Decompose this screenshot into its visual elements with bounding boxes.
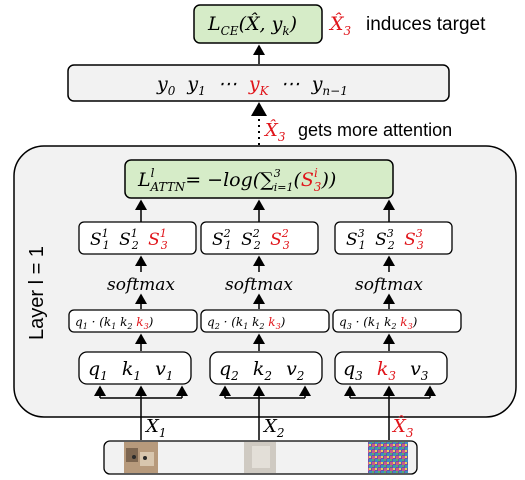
gets-more-attention-text: gets more attention (298, 120, 452, 140)
softmax-label: softmax (107, 275, 175, 295)
input-label: X2 (262, 416, 284, 440)
attention-image-label: X̂3 (263, 119, 286, 144)
input-branch-lines (225, 397, 305, 440)
input-branch-lines (350, 397, 430, 440)
output-tokens-text: y0 y1 ⋯ yK ⋯ yn−1 (156, 73, 348, 100)
qkv-box (78, 351, 192, 385)
target-image-label: X̂3 (328, 13, 352, 38)
qk-text: q3 · (k1 k2 k3) (339, 315, 418, 331)
qk-text: q1 · (k1 k2 k3) (75, 315, 154, 331)
qkv-box (334, 351, 448, 385)
qkv-text: q2 k2 v2 (219, 358, 304, 385)
layer-box (13, 145, 517, 418)
blurred-photo-image (244, 442, 276, 473)
ce-loss-label: LCE(X̂, yk) (207, 13, 297, 38)
softmax-label: softmax (355, 275, 423, 295)
scores-box (334, 221, 453, 255)
cat-photo-image (124, 442, 158, 473)
qkv-text: q1 k1 v1 (88, 358, 173, 385)
softmax-label: softmax (225, 275, 293, 295)
adversarial-noise-image (368, 442, 408, 473)
qkv-text: q3 k3 v3 (343, 358, 429, 385)
ce-loss-box (193, 4, 323, 44)
qk-box (332, 309, 462, 333)
input-label: X1 (144, 416, 166, 440)
output-tokens-box (67, 64, 450, 102)
qkv-box (209, 351, 323, 385)
qk-text: q2 · (k1 k2 k3) (207, 315, 286, 331)
input-label: X̂3 (391, 415, 414, 440)
scores-box (78, 221, 197, 255)
qk-box (200, 309, 330, 333)
induces-target-text: induces target (366, 14, 486, 35)
layer-label: Layer l = 1 (26, 246, 48, 340)
qk-box (68, 309, 198, 333)
attn-loss-box (124, 159, 394, 199)
scores-box (200, 221, 319, 255)
